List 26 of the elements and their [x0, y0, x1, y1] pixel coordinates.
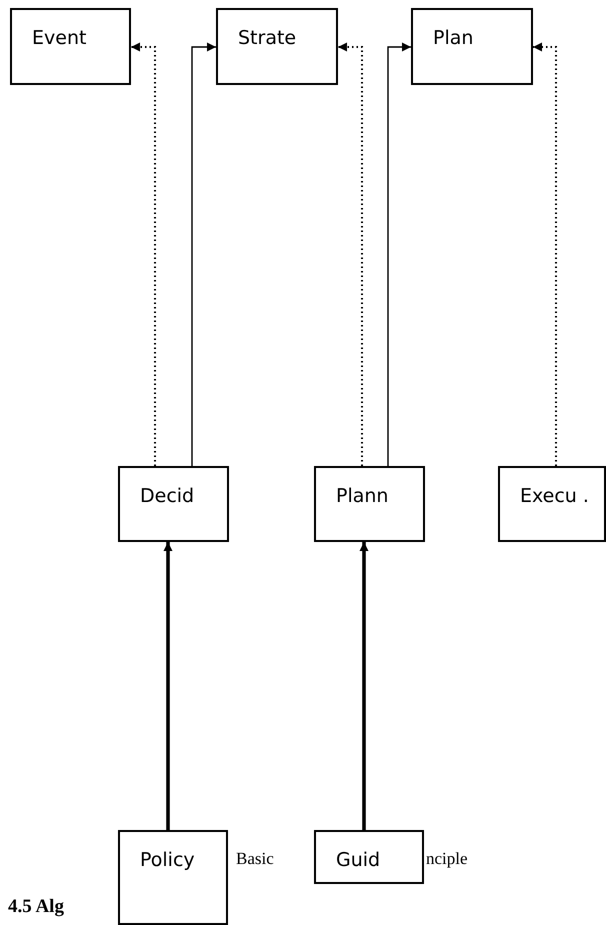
- process-box: [498, 466, 606, 542]
- box-label: Strate: [238, 26, 298, 51]
- arrow: [131, 42, 156, 466]
- process-box: [118, 466, 229, 542]
- process-box: [314, 466, 425, 542]
- process-box: [216, 8, 338, 85]
- arrow: [533, 42, 557, 466]
- arrow: [387, 42, 411, 466]
- process-box: [314, 830, 424, 884]
- box-label: Plan: [433, 26, 474, 51]
- arrow: [191, 42, 216, 466]
- box-label: Decid: [140, 484, 196, 509]
- box-label: Plann: [336, 484, 390, 509]
- section-heading: 4.5 Alg: [8, 896, 64, 918]
- caption-text: Basic: [236, 849, 274, 869]
- process-box: [10, 8, 131, 85]
- process-box: [411, 8, 533, 85]
- arrow: [360, 542, 368, 830]
- box-label: Policy: [140, 848, 196, 873]
- process-box: [118, 830, 228, 925]
- arrow: [338, 42, 363, 466]
- arrow: [164, 542, 172, 830]
- box-label: Execu .: [520, 484, 590, 509]
- box-label: Guid: [336, 848, 382, 873]
- box-label: Event: [32, 26, 88, 51]
- caption-text: nciple: [426, 849, 468, 869]
